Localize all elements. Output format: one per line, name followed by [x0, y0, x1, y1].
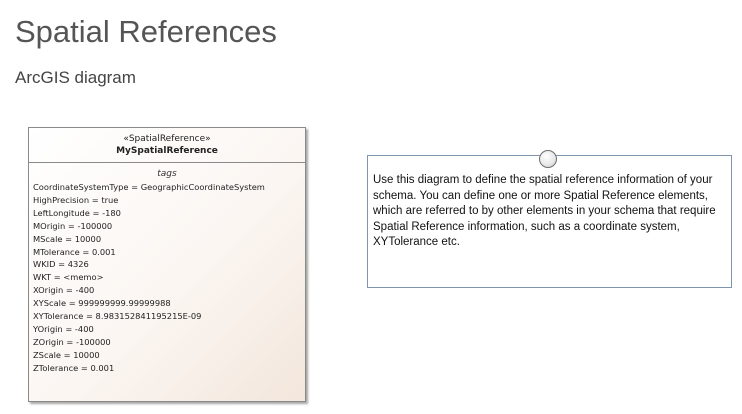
tag-item: ZTolerance = 0.001: [33, 362, 115, 373]
tag-item: ZScale = 10000: [33, 349, 100, 360]
tag-item: MTolerance = 0.001: [33, 246, 116, 257]
tag-item: ZOrigin = -100000: [33, 336, 111, 347]
note-text: Use this diagram to define the spatial r…: [373, 174, 716, 248]
class-name: MySpatialReference: [116, 146, 218, 156]
tag-item: CoordinateSystemType = GeographicCoordin…: [33, 182, 265, 192]
tag-item: XYScale = 999999999.99999988: [33, 298, 171, 309]
class-stereotype: «SpatialReference»: [123, 134, 211, 144]
tag-item: WKT = <memo>: [33, 272, 104, 283]
tag-item: MScale = 10000: [33, 233, 102, 244]
note-element[interactable]: Use this diagram to define the spatial r…: [367, 155, 732, 288]
tag-item: MOrigin = -100000: [33, 220, 113, 231]
class-header: «SpatialReference» MySpatialReference: [29, 128, 305, 163]
tag-item: HighPrecision = true: [33, 194, 119, 205]
tag-item: XYTolerance = 8.983152841195215E-09: [33, 311, 202, 322]
page-title: Spatial References: [15, 14, 277, 49]
circle-connector-icon[interactable]: [539, 150, 557, 168]
tag-item: WKID = 4326: [33, 259, 89, 270]
page-subtitle: ArcGIS diagram: [15, 68, 136, 87]
spatial-reference-element[interactable]: «SpatialReference» MySpatialReference ta…: [28, 127, 306, 402]
tag-item: XOrigin = -400: [33, 285, 95, 296]
tag-item: LeftLongitude = -180: [33, 207, 121, 218]
tags-compartment-header: tags: [157, 169, 177, 179]
tag-item: YOrigin = -400: [33, 323, 94, 334]
tag-list: CoordinateSystemType = GeographicCoordin…: [29, 181, 305, 375]
